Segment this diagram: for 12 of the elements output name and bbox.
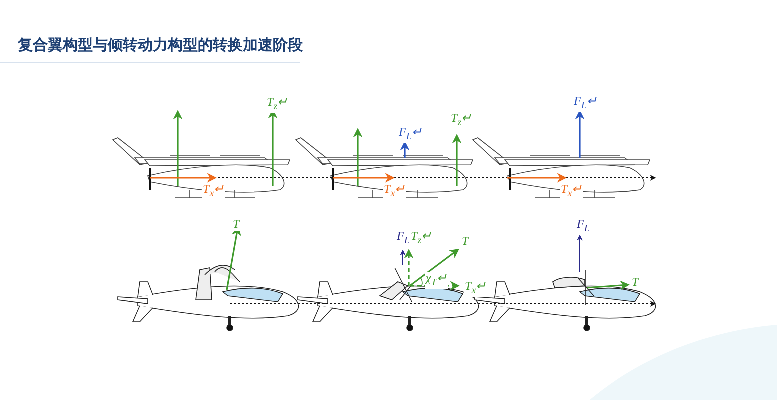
force-label: T	[232, 218, 241, 231]
force-label: T	[461, 235, 470, 248]
force-label: T$_{z}$↵	[266, 96, 289, 114]
force-label: T$_{x}$↵	[560, 183, 584, 200]
force-label: T$_{x}$↵	[383, 183, 406, 200]
force-label: χ$_{T}$↵	[425, 272, 448, 290]
force-label: T	[631, 276, 640, 289]
force-label: F$_{L}$↵	[398, 126, 423, 144]
force-label: T$_{x}$↵	[202, 183, 226, 200]
title: 复合翼构型与倾转动力构型的转换加速阶段	[18, 36, 303, 55]
force-label: T$_{x}$↵	[464, 280, 488, 298]
force-label: F$_{L}$↵	[573, 95, 598, 112]
